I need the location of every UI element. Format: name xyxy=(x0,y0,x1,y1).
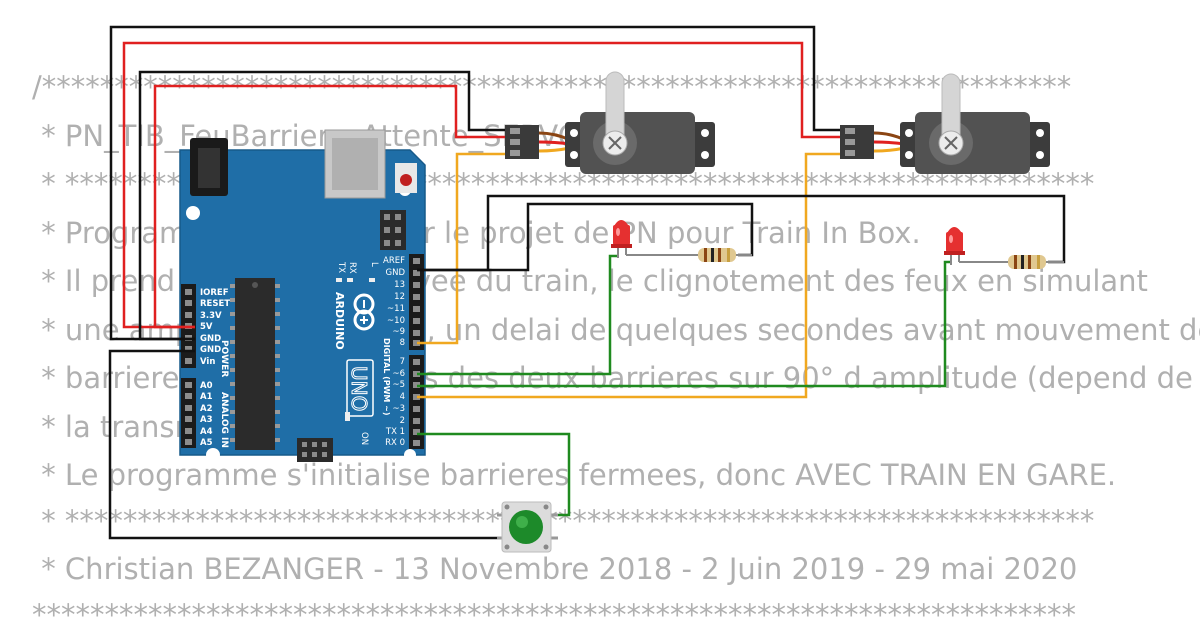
pin-label-gnd-2: GND xyxy=(200,345,221,355)
power-section-label: POWER xyxy=(219,340,229,377)
pin-label-rx0: RX 0 xyxy=(385,438,405,448)
push-button[interactable] xyxy=(497,501,558,553)
pin-label-reset: RESET xyxy=(200,299,230,309)
pin-label-a5: A5 xyxy=(200,438,213,448)
uno-model-label: UNO xyxy=(347,366,371,411)
digital-header-bottom xyxy=(409,355,424,449)
pin-label-3v3: 3.3V xyxy=(200,311,222,321)
pin-label-a3: A3 xyxy=(200,415,213,425)
pin-label-gnd-1: GND xyxy=(200,334,221,344)
wire-pin6-led-1 xyxy=(417,254,617,376)
atmega-chip xyxy=(235,278,275,450)
wire-pin-button xyxy=(417,432,571,517)
wire-5v-servo-1 xyxy=(153,84,507,329)
arduino-logo xyxy=(353,293,375,331)
pin-label-4: 4 xyxy=(400,392,405,402)
servo-2[interactable] xyxy=(840,73,1050,174)
code-line-10: * **************************************… xyxy=(32,504,1095,538)
code-line-11: * Christian BEZANGER - 13 Novembre 2018 … xyxy=(32,552,1078,586)
resistor-2 xyxy=(959,255,1064,269)
wire-gnd-led-2 xyxy=(417,194,1066,272)
tx-label: TX xyxy=(336,261,346,273)
pin-label-ioref: IOREF xyxy=(200,288,229,298)
pin-label-tx1: TX 1 xyxy=(385,427,405,437)
analog-section-label: ANALOG IN xyxy=(219,392,229,448)
pin-label-6: ~6 xyxy=(392,369,405,379)
pin-label-2: 2 xyxy=(400,416,405,426)
pin-label-a1: A1 xyxy=(200,392,213,402)
analog-header xyxy=(181,378,196,448)
code-line-9: * Le programme s'initialise barrieres fe… xyxy=(32,458,1117,492)
pin-label-7: 7 xyxy=(400,357,405,367)
arduino-brand-label: ARDUINO xyxy=(333,292,346,350)
digital-section-label: DIGITAL (PWM ~) xyxy=(382,338,391,416)
wire-gnd-button xyxy=(108,349,500,540)
led-2 xyxy=(944,227,965,265)
icsp-header xyxy=(380,210,406,250)
on-label: ON xyxy=(359,432,369,445)
pin-label-10: ~10 xyxy=(387,316,405,326)
rx-label: RX xyxy=(347,262,357,274)
pin-label-a2: A2 xyxy=(200,404,213,414)
pin-label-5: ~5 xyxy=(392,380,405,390)
wire-pin5-led-2 xyxy=(417,260,952,388)
code-line-12: ****************************************… xyxy=(32,598,1076,630)
pin-label-vin: Vin xyxy=(200,357,215,367)
pin-label-5v: 5V xyxy=(200,322,213,332)
wire-signal-servo-1 xyxy=(417,152,507,345)
pin-label-aref: AREF xyxy=(383,256,405,266)
pin-label-12: 12 xyxy=(394,292,405,302)
pin-label-13: 13 xyxy=(394,280,405,290)
digital-header-top xyxy=(409,254,424,350)
wire-5v-servo-2 xyxy=(122,41,843,329)
pin-label-11: ~11 xyxy=(387,304,405,314)
pin-label-3: ~3 xyxy=(392,404,405,414)
servo-1[interactable] xyxy=(505,71,715,174)
wire-signal-servo-2 xyxy=(417,152,843,399)
led-1 xyxy=(611,220,632,258)
pin-label-a0: A0 xyxy=(200,381,213,391)
wire-gnd-servo-1 xyxy=(138,70,507,341)
pin-label-a4: A4 xyxy=(200,427,213,437)
pin-label-gnd-top: GND xyxy=(386,268,406,278)
wire-gnd-servo-2 xyxy=(109,25,843,341)
resistor-1 xyxy=(626,248,752,262)
pin-label-8: 8 xyxy=(400,338,405,348)
arduino-uno-board[interactable]: IOREF RESET 3.3V 5V GND GND Vin A0 A1 A2… xyxy=(179,129,426,462)
pin-label-9: ~9 xyxy=(392,327,405,337)
l-led-label: L xyxy=(369,262,379,267)
